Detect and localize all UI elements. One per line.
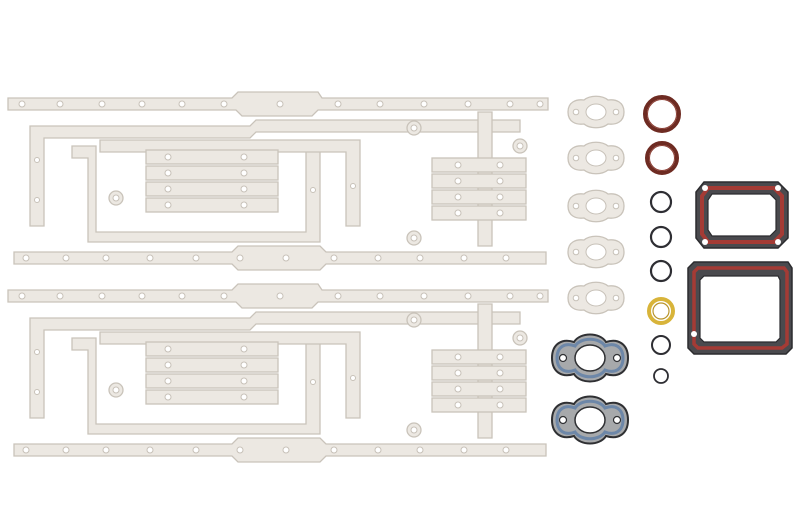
paper-exhaust-gasket (567, 141, 625, 175)
brown-o-ring (645, 141, 679, 175)
black-o-ring (651, 335, 671, 355)
brass-seal-ring (647, 297, 675, 325)
black-o-ring (649, 225, 673, 249)
paper-exhaust-gasket (567, 95, 625, 129)
cover-gasket-large (687, 261, 793, 355)
black-o-ring (649, 259, 673, 283)
brown-o-ring (643, 95, 681, 133)
gasket-set-lower (7, 283, 549, 463)
paper-exhaust-gasket (567, 189, 625, 223)
steel-exhaust-gasket (550, 333, 630, 383)
gasket-set-upper (7, 91, 549, 271)
paper-exhaust-gasket (567, 235, 625, 269)
black-o-ring (649, 190, 673, 214)
paper-exhaust-gasket (567, 281, 625, 315)
steel-exhaust-gasket (550, 395, 630, 445)
o-ring-column (643, 95, 681, 384)
black-o-ring (653, 368, 669, 384)
cover-gasket-small (695, 181, 789, 249)
